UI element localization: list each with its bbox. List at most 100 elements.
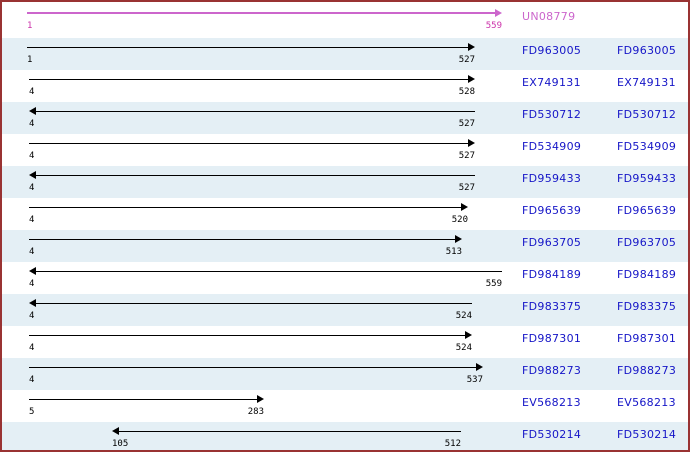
arrowhead-right-icon bbox=[455, 235, 462, 243]
alignment-line bbox=[119, 431, 461, 432]
alignment-line bbox=[29, 239, 455, 240]
alignment-line bbox=[29, 399, 257, 400]
alignment-track: 4 520 bbox=[2, 198, 688, 230]
arrowhead-right-icon bbox=[465, 331, 472, 339]
start-coord: 4 bbox=[29, 87, 35, 97]
arrowhead-right-icon bbox=[468, 75, 475, 83]
sequence-link-secondary[interactable]: FD963005 bbox=[617, 44, 677, 57]
arrowhead-left-icon bbox=[112, 427, 119, 435]
alignment-line bbox=[29, 335, 465, 336]
alignment-row: 4 559 FD984189 FD984189 bbox=[2, 262, 688, 294]
sequence-link-primary[interactable]: FD963705 bbox=[522, 236, 582, 249]
alignment-line bbox=[29, 367, 476, 368]
alignment-row: 4 524 FD987301 FD987301 bbox=[2, 326, 688, 358]
sequence-link-primary[interactable]: FD530214 bbox=[522, 428, 582, 441]
alignment-line bbox=[29, 79, 468, 80]
sequence-link-primary[interactable]: FD530712 bbox=[522, 108, 582, 121]
sequence-link-secondary[interactable]: FD965639 bbox=[617, 204, 677, 217]
end-coord: 520 bbox=[451, 215, 468, 225]
alignment-line bbox=[29, 207, 461, 208]
arrowhead-right-icon bbox=[476, 363, 483, 371]
sequence-link-primary[interactable]: EV568213 bbox=[522, 396, 581, 409]
arrowhead-right-icon bbox=[468, 43, 475, 51]
arrowhead-left-icon bbox=[29, 267, 36, 275]
start-coord: 4 bbox=[29, 119, 35, 129]
sequence-link-primary[interactable]: EX749131 bbox=[522, 76, 581, 89]
sequence-link-primary[interactable]: FD987301 bbox=[522, 332, 582, 345]
arrowhead-left-icon bbox=[29, 299, 36, 307]
alignment-track: 4 527 bbox=[2, 102, 688, 134]
alignment-row: 4 520 FD965639 FD965639 bbox=[2, 198, 688, 230]
end-coord: 524 bbox=[455, 311, 472, 321]
sequence-link-primary[interactable]: FD959433 bbox=[522, 172, 582, 185]
start-coord: 105 bbox=[112, 439, 129, 449]
query-end-coord: 559 bbox=[485, 21, 502, 31]
sequence-link-primary[interactable]: FD983375 bbox=[522, 300, 582, 313]
sequence-link-secondary[interactable]: EV568213 bbox=[617, 396, 676, 409]
end-coord: 512 bbox=[444, 439, 461, 449]
end-coord: 559 bbox=[485, 279, 502, 289]
query-row: 1 559 UN08779 bbox=[2, 4, 688, 36]
alignment-line bbox=[36, 303, 472, 304]
end-coord: 527 bbox=[458, 183, 475, 193]
start-coord: 1 bbox=[27, 55, 33, 65]
sequence-link-secondary[interactable]: EX749131 bbox=[617, 76, 676, 89]
start-coord: 4 bbox=[29, 343, 35, 353]
alignment-row: 4 527 FD530712 FD530712 bbox=[2, 102, 688, 134]
alignment-line bbox=[36, 111, 475, 112]
sequence-link-secondary[interactable]: FD530214 bbox=[617, 428, 677, 441]
end-coord: 524 bbox=[455, 343, 472, 353]
end-coord: 527 bbox=[458, 119, 475, 129]
end-coord: 527 bbox=[458, 55, 475, 65]
sequence-link-secondary[interactable]: FD530712 bbox=[617, 108, 677, 121]
end-coord: 513 bbox=[445, 247, 462, 257]
query-track: 1 559 bbox=[2, 4, 688, 36]
arrowhead-left-icon bbox=[29, 171, 36, 179]
alignment-line bbox=[27, 47, 468, 48]
query-start-coord: 1 bbox=[27, 21, 33, 31]
start-coord: 4 bbox=[29, 311, 35, 321]
start-coord: 4 bbox=[29, 279, 35, 289]
sequence-link-primary[interactable]: FD988273 bbox=[522, 364, 582, 377]
sequence-link-secondary[interactable]: FD963705 bbox=[617, 236, 677, 249]
sequence-link-secondary[interactable]: FD984189 bbox=[617, 268, 677, 281]
query-alignment-line bbox=[27, 12, 495, 14]
arrowhead-right-icon bbox=[461, 203, 468, 211]
start-coord: 4 bbox=[29, 375, 35, 385]
sequence-link-secondary[interactable]: FD988273 bbox=[617, 364, 677, 377]
end-coord: 283 bbox=[247, 407, 264, 417]
sequence-link-primary[interactable]: FD965639 bbox=[522, 204, 582, 217]
alignment-line bbox=[29, 143, 468, 144]
sequence-link-primary[interactable]: FD534909 bbox=[522, 140, 582, 153]
alignment-track: 4 528 bbox=[2, 70, 688, 102]
alignment-row: 4 524 FD983375 FD983375 bbox=[2, 294, 688, 326]
alignment-track: 4 524 bbox=[2, 294, 688, 326]
sequence-link-secondary[interactable]: FD983375 bbox=[617, 300, 677, 313]
sequence-link-secondary[interactable]: FD959433 bbox=[617, 172, 677, 185]
sequence-link-secondary[interactable]: FD534909 bbox=[617, 140, 677, 153]
arrowhead-right-icon bbox=[257, 395, 264, 403]
alignment-line bbox=[36, 175, 475, 176]
sequence-link-primary[interactable]: FD984189 bbox=[522, 268, 582, 281]
alignment-row: 105 512 FD530214 FD530214 bbox=[2, 422, 688, 450]
sequence-link-secondary[interactable]: FD987301 bbox=[617, 332, 677, 345]
query-arrowhead-right-icon bbox=[495, 9, 502, 17]
start-coord: 4 bbox=[29, 215, 35, 225]
alignment-row: 4 528 EX749131 EX749131 bbox=[2, 70, 688, 102]
end-coord: 528 bbox=[458, 87, 475, 97]
query-sequence-link[interactable]: UN08779 bbox=[522, 10, 576, 23]
sequence-link-primary[interactable]: FD963005 bbox=[522, 44, 582, 57]
alignment-track: 4 524 bbox=[2, 326, 688, 358]
